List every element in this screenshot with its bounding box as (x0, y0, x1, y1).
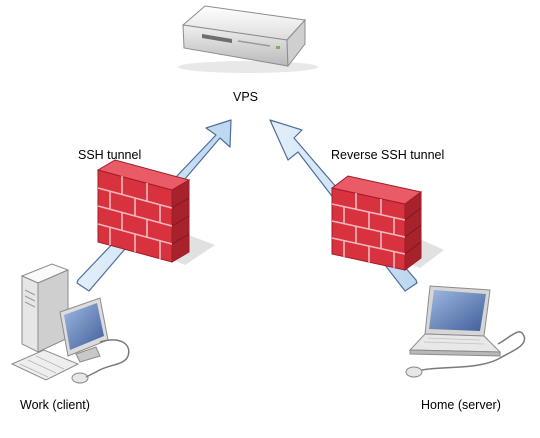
firewall-icon (330, 175, 444, 271)
work-client-label: Work (client) (20, 398, 90, 412)
vps-label: VPS (233, 90, 259, 104)
firewall-icon (96, 159, 215, 265)
laptop-icon (405, 285, 526, 378)
vps-server-icon (178, 5, 318, 73)
ssh-tunnel-label: SSH tunnel (78, 148, 142, 162)
reverse-ssh-tunnel-label: Reverse SSH tunnel (331, 148, 445, 162)
desktop-computer-icon (10, 263, 130, 384)
home-server-label: Home (server) (421, 398, 501, 412)
